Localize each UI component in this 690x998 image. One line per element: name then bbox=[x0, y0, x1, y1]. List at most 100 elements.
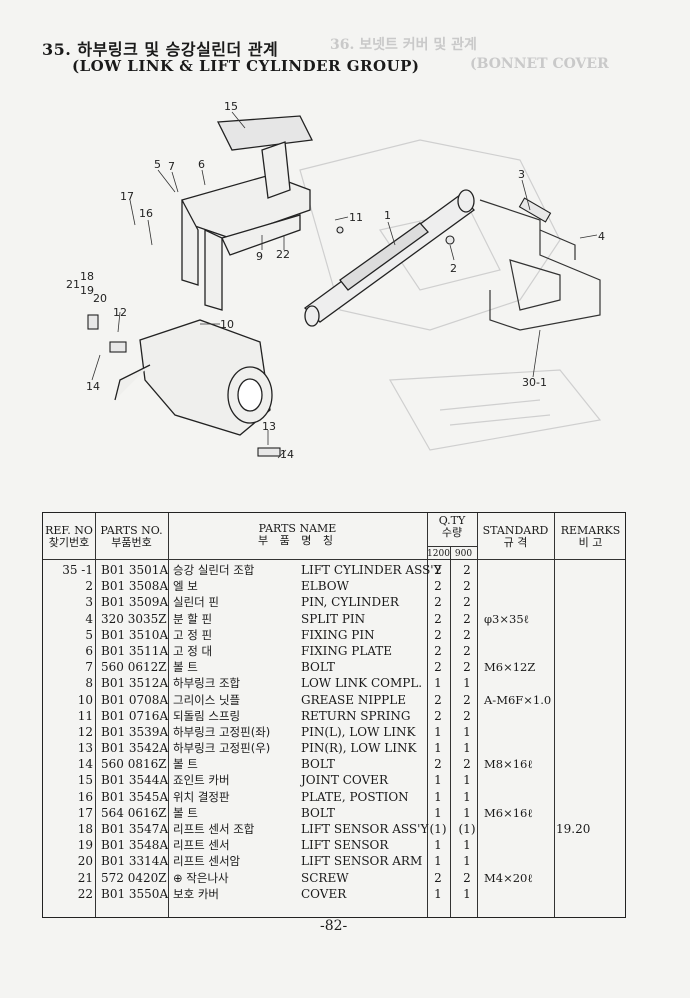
cell-std: M6×12Z bbox=[484, 660, 536, 675]
cell-q2: 1 bbox=[463, 886, 471, 901]
cell-kr: 승강 실린더 조합 bbox=[173, 563, 255, 577]
cell-q1: 1 bbox=[434, 773, 442, 788]
lift-cylinder-part bbox=[303, 189, 475, 327]
small-parts bbox=[87, 197, 552, 457]
cell-ref: 2 bbox=[85, 579, 93, 594]
cell-pno: B01 3544A bbox=[101, 773, 169, 788]
cell-pno: B01 3545A bbox=[101, 789, 169, 804]
cell-q2: 1 bbox=[463, 724, 471, 739]
callout-label: 7 bbox=[168, 160, 175, 173]
cell-ref: 3 bbox=[85, 595, 93, 610]
cell-ref: 5 bbox=[85, 627, 93, 642]
callout-label: 22 bbox=[276, 248, 290, 261]
callout-label: 13 bbox=[262, 420, 276, 433]
callout-label: 4 bbox=[598, 230, 605, 243]
cell-q1: 2 bbox=[434, 660, 442, 675]
callout-label: 3 bbox=[518, 168, 525, 181]
cell-kr: 엘 보 bbox=[173, 579, 198, 594]
cell-q2: 1 bbox=[463, 676, 471, 691]
cell-std: A-M6F×1.0 bbox=[484, 692, 552, 707]
cell-q2: 1 bbox=[463, 789, 471, 804]
cell-q1: 1 bbox=[434, 838, 442, 853]
cell-en: PIN, CYLINDER bbox=[301, 595, 399, 610]
bleed-through-title: 36. 보넷트 커버 및 관계 bbox=[330, 37, 477, 53]
cell-ref: 16 bbox=[77, 789, 93, 804]
cell-pno: 560 0612Z bbox=[101, 660, 167, 675]
cell-ref: 18 bbox=[77, 822, 93, 836]
cell-pno: 560 0816Z bbox=[101, 757, 167, 772]
cell-ref: 4 bbox=[85, 611, 93, 626]
low-link-frame bbox=[181, 141, 311, 311]
cell-q1: 2 bbox=[434, 708, 442, 723]
cell-rem: 19.20 bbox=[556, 822, 591, 836]
cell-kr: 하부링크 고정핀(우) bbox=[173, 741, 271, 756]
cell-pno: B01 3539A bbox=[101, 724, 169, 739]
cell-kr: 볼 트 bbox=[173, 757, 198, 772]
cell-pno: B01 3547A bbox=[101, 822, 169, 836]
cell-kr: 리프트 센서 bbox=[173, 838, 230, 853]
col-parts-no-header: PARTS NO.부품번호 bbox=[100, 524, 163, 549]
cell-pno: B01 3511A bbox=[101, 643, 169, 658]
cell-q2: (1) bbox=[458, 822, 476, 836]
callout-label: 17 bbox=[120, 190, 134, 203]
cell-q2: 1 bbox=[463, 741, 471, 756]
bleed-through-drawing bbox=[299, 139, 602, 451]
callout-label: 11 bbox=[349, 211, 363, 224]
page-title-kr: 35. 하부링크 및 승강실린더 관계 bbox=[42, 40, 279, 59]
cell-ref: 11 bbox=[77, 708, 93, 723]
cell-en: SCREW bbox=[301, 870, 349, 885]
cell-q1: 2 bbox=[434, 757, 442, 772]
cell-q2: 1 bbox=[463, 773, 471, 788]
cell-en: BOLT bbox=[301, 805, 335, 820]
cell-q2: 2 bbox=[463, 611, 471, 626]
callout-label: 6 bbox=[198, 158, 205, 171]
cell-en: COVER bbox=[301, 886, 347, 901]
cell-kr: 죠인트 카버 bbox=[173, 773, 230, 788]
callout-label: 18 bbox=[80, 270, 94, 283]
cell-ref: 12 bbox=[77, 724, 93, 739]
cell-pno: B01 0708A bbox=[101, 692, 169, 707]
cell-en: LIFT SENSOR ASS'Y bbox=[301, 822, 429, 836]
cell-pno: 320 3035Z bbox=[101, 611, 167, 626]
cell-ref: 17 bbox=[77, 805, 93, 820]
cell-q1: 1 bbox=[434, 854, 442, 869]
cell-ref: 15 bbox=[77, 773, 93, 788]
cell-q2: 2 bbox=[463, 708, 471, 723]
cell-ref: 22 bbox=[77, 886, 93, 901]
col-qty-1200-header: 1200 bbox=[427, 549, 450, 559]
callout-label: 10 bbox=[220, 318, 234, 331]
cell-std: M6×16ℓ bbox=[484, 805, 533, 820]
cell-ref: 6 bbox=[85, 643, 93, 658]
cell-q2: 1 bbox=[463, 854, 471, 869]
callout-label: 30-1 bbox=[522, 376, 547, 389]
cell-q1: 2 bbox=[434, 563, 442, 577]
cell-pno: B01 3512A bbox=[101, 676, 169, 691]
cell-en: RETURN SPRING bbox=[301, 708, 411, 723]
cell-pno: B01 3314A bbox=[101, 854, 169, 869]
cell-std: M4×20ℓ bbox=[484, 870, 533, 885]
cell-pno: B01 3509A bbox=[101, 595, 169, 610]
cell-std: φ3×35ℓ bbox=[484, 611, 530, 626]
cell-q1: 1 bbox=[434, 886, 442, 901]
cell-q1: 2 bbox=[434, 627, 442, 642]
cell-q1: 2 bbox=[434, 611, 442, 626]
cell-en: LIFT CYLINDER ASS'Y bbox=[301, 563, 442, 577]
cell-q1: 2 bbox=[434, 692, 442, 707]
